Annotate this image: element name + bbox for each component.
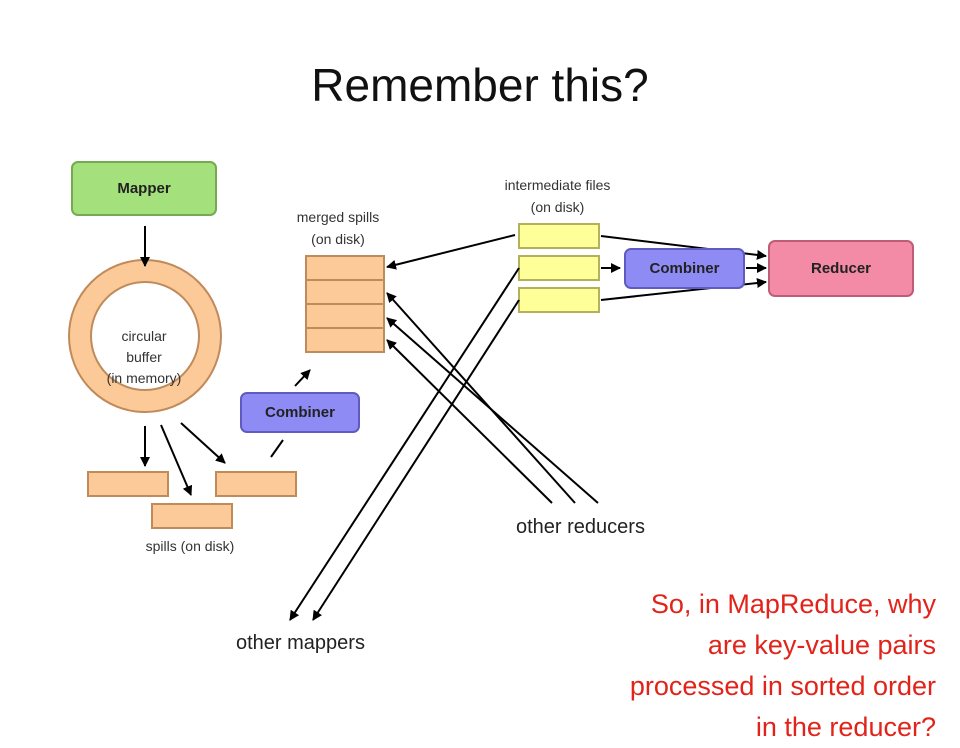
merged-spill-block [305,255,385,281]
arrow-other-reducers-to-merged [386,317,599,504]
diagram-graphics [68,223,767,621]
intermediate-files-label: intermediate files (on disk) [504,177,611,215]
merged-spill-block [305,303,385,329]
merged-spill-block [305,279,385,305]
other-mappers-label: other mappers [236,632,365,654]
arrow-other-reducers-to-merged [386,292,576,504]
arrow-other-reducers-to-merged [386,339,553,504]
intermediate-file [518,287,600,313]
other-reducers-label: other reducers [516,516,645,538]
merged-spill-block [305,327,385,353]
arrow-buffer-to-spill [160,424,193,496]
arrow-spill-to-combiner [270,439,284,458]
arrow-intermediate-to-other-mappers [289,267,520,621]
spills-label: spills (on disk) [145,538,235,554]
merged-spills-label: merged spills (on disk) [296,209,380,247]
spill-box [151,503,233,529]
combiner-box-left: Combiner [240,392,360,433]
spill-box [215,471,297,497]
arrow-intermediate-to-other-mappers [312,299,520,621]
arrow-buffer-to-spill [180,422,226,464]
reducer-box: Reducer [768,240,914,297]
arrow-intermediate-to-merged [386,234,516,270]
slide-title: Remember this? [311,59,649,111]
intermediate-file [518,223,600,249]
intermediate-file [518,255,600,281]
circular-buffer-label: circular buffer (in memory) [106,328,182,386]
arrow-combiner-to-merged [294,369,311,387]
spill-box [87,471,169,497]
combiner-box-right: Combiner [624,248,745,289]
mapper-box: Mapper [71,161,217,216]
slide: Remember this? [68,59,936,742]
question-text: So, in MapReduce, why are key-value pair… [629,589,936,742]
circular-buffer-ring-fill [70,261,220,411]
